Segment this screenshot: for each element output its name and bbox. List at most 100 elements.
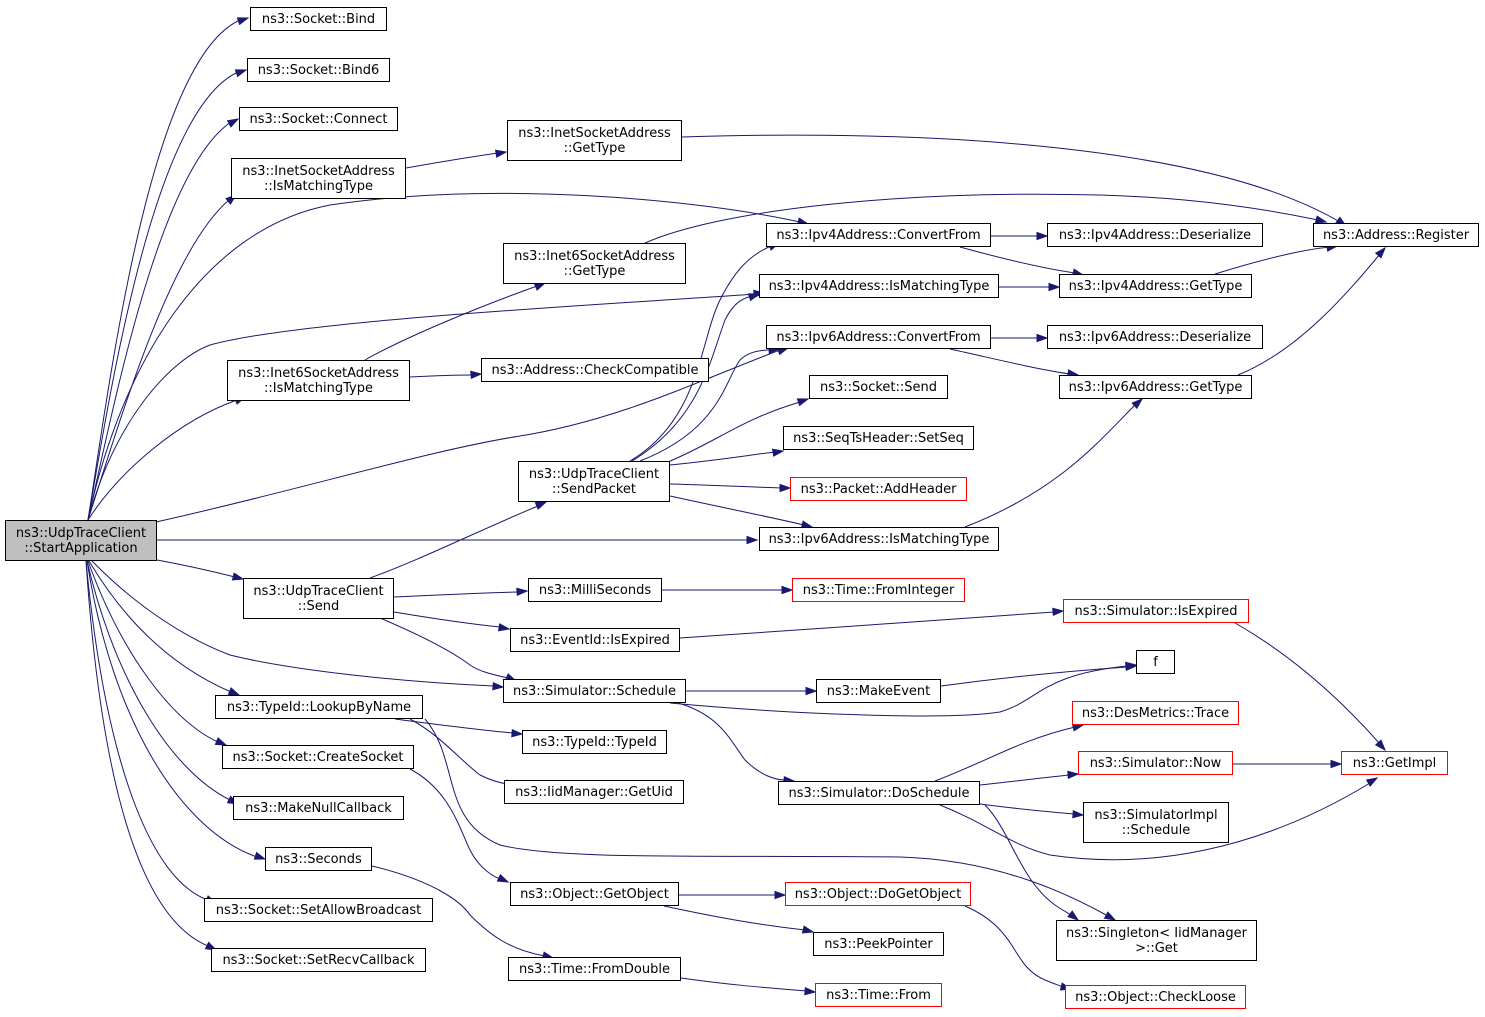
edge-udpsend-to-sim-schedule bbox=[379, 617, 509, 679]
node-time-from[interactable]: ns3::Time::From bbox=[815, 983, 942, 1007]
node-seconds[interactable]: ns3::Seconds bbox=[265, 847, 372, 871]
node-ipv6address-deserialize[interactable]: ns3::Ipv6Address::Deserialize bbox=[1047, 325, 1263, 349]
node-simulator-isexpired[interactable]: ns3::Simulator::IsExpired bbox=[1063, 599, 1249, 623]
edge-lookupbyname-to-getuid bbox=[409, 718, 509, 785]
node-udptraceclient-sendpacket[interactable]: ns3::UdpTraceClient ::SendPacket bbox=[518, 461, 670, 502]
node-label: ns3::Time::From bbox=[826, 987, 931, 1003]
edge-arrowhead-startapp-to-lookupbyname bbox=[227, 687, 241, 696]
edge-arrowhead-fromdouble-to-from bbox=[804, 986, 817, 996]
edge-arrowhead-ipv6-convertfrom-to-deserialize bbox=[1036, 333, 1049, 343]
node-label: ns3::Simulator::Now bbox=[1089, 755, 1222, 771]
node-singleton-iidmanager-get[interactable]: ns3::Singleton< IidManager >::Get bbox=[1056, 920, 1257, 961]
node-packet-addheader[interactable]: ns3::Packet::AddHeader bbox=[790, 477, 967, 501]
node-label-line2: >::Get bbox=[1135, 940, 1178, 956]
node-ipv6address-ismatchingtype[interactable]: ns3::Ipv6Address::IsMatchingType bbox=[759, 527, 999, 551]
edge-udpsend-to-milliseconds bbox=[393, 591, 519, 598]
edge-arrowhead-udpsend-to-milliseconds bbox=[516, 587, 529, 597]
edge-arrowhead-lookupbyname-to-typeid bbox=[511, 728, 524, 738]
node-label-line2: ::StartApplication bbox=[24, 540, 138, 556]
edge-sim-schedule-to-doschedule bbox=[677, 702, 786, 781]
node-ipv4address-convertfrom[interactable]: ns3::Ipv4Address::ConvertFrom bbox=[766, 223, 991, 247]
edge-arrowhead-udpsend-to-sendpacket bbox=[534, 501, 548, 510]
node-makeevent[interactable]: ns3::MakeEvent bbox=[816, 679, 941, 703]
node-label: ns3::Socket::Bind6 bbox=[257, 62, 380, 78]
node-label-line1: ns3::Singleton< IidManager bbox=[1065, 925, 1247, 941]
node-seqtsheader-setseq[interactable]: ns3::SeqTsHeader::SetSeq bbox=[783, 426, 974, 450]
edge-arrowhead-getobject-to-dogetobject bbox=[774, 890, 787, 900]
edge-arrowhead-sendpacket-to-setseq bbox=[771, 448, 785, 457]
node-socket-send[interactable]: ns3::Socket::Send bbox=[809, 375, 948, 399]
node-simulator-schedule[interactable]: ns3::Simulator::Schedule bbox=[503, 679, 686, 703]
node-ipv6address-convertfrom[interactable]: ns3::Ipv6Address::ConvertFrom bbox=[766, 325, 991, 349]
node-label-line2: ::Send bbox=[297, 598, 340, 614]
node-label: ns3::Ipv4Address::GetType bbox=[1068, 278, 1243, 294]
edge-arrowhead-ipv4-convertfrom-to-deserialize bbox=[1036, 231, 1049, 241]
node-address-register[interactable]: ns3::Address::Register bbox=[1313, 223, 1479, 247]
node-eventid-isexpired[interactable]: ns3::EventId::IsExpired bbox=[510, 628, 680, 652]
edge-arrowhead-inet6-ismatching-to-checkcompatible bbox=[470, 370, 483, 380]
node-makenullcallback[interactable]: ns3::MakeNullCallback bbox=[233, 796, 404, 820]
edge-ipv6-ismatching-to-ipv6-gettype bbox=[964, 403, 1137, 528]
node-ipv4address-gettype[interactable]: ns3::Ipv4Address::GetType bbox=[1059, 274, 1252, 298]
node-socket-setallowbroadcast[interactable]: ns3::Socket::SetAllowBroadcast bbox=[204, 898, 433, 922]
node-label: ns3::Address::Register bbox=[1322, 227, 1470, 243]
node-label: ns3::Simulator::Schedule bbox=[512, 683, 677, 699]
edge-sendpacket-to-ipv4-convertfrom bbox=[629, 245, 772, 462]
node-socket-createsocket[interactable]: ns3::Socket::CreateSocket bbox=[222, 745, 414, 769]
node-typeid-lookupbyname[interactable]: ns3::TypeId::LookupByName bbox=[215, 695, 423, 719]
edge-udpsend-to-sendpacket bbox=[369, 505, 539, 579]
node-ipv6address-gettype[interactable]: ns3::Ipv6Address::GetType bbox=[1059, 375, 1252, 399]
node-label: ns3::Socket::CreateSocket bbox=[232, 749, 404, 765]
node-f[interactable]: f bbox=[1136, 650, 1175, 674]
edge-startapp-to-ipv6-convertfrom bbox=[155, 349, 781, 523]
node-time-frominteger[interactable]: ns3::Time::FromInteger bbox=[792, 578, 965, 602]
node-label: ns3::Simulator::IsExpired bbox=[1074, 603, 1238, 619]
node-object-checkloose[interactable]: ns3::Object::CheckLoose bbox=[1065, 985, 1246, 1009]
node-socket-bind[interactable]: ns3::Socket::Bind bbox=[250, 7, 387, 31]
node-address-checkcompatible[interactable]: ns3::Address::CheckCompatible bbox=[481, 358, 709, 382]
edge-arrowhead-inet-ismatching-to-inet-gettype bbox=[494, 149, 508, 158]
edge-seconds-to-fromdouble bbox=[371, 865, 546, 957]
node-socket-setrecvcallback[interactable]: ns3::Socket::SetRecvCallback bbox=[211, 948, 426, 972]
call-edges bbox=[85, 17, 1387, 996]
node-object-getobject[interactable]: ns3::Object::GetObject bbox=[510, 882, 679, 906]
node-simulator-doschedule[interactable]: ns3::Simulator::DoSchedule bbox=[778, 781, 980, 805]
node-label: ns3::TypeId::TypeId bbox=[532, 734, 657, 750]
node-inet6socketaddress-ismatchingtype[interactable]: ns3::Inet6SocketAddress ::IsMatchingType bbox=[227, 360, 410, 401]
edge-startapp-to-udpsend bbox=[156, 559, 236, 578]
node-object-dogetobject[interactable]: ns3::Object::DoGetObject bbox=[785, 882, 971, 906]
node-ipv4address-deserialize[interactable]: ns3::Ipv4Address::Deserialize bbox=[1047, 223, 1263, 247]
edge-arrowhead-ipv6-ismatching-to-ipv6-gettype bbox=[1131, 397, 1144, 410]
edge-fromdouble-to-from bbox=[680, 977, 807, 992]
node-ipv4address-ismatchingtype[interactable]: ns3::Ipv4Address::IsMatchingType bbox=[759, 274, 999, 298]
edge-arrowhead-startapp-to-seconds bbox=[253, 851, 267, 860]
node-simulatorimpl-schedule[interactable]: ns3::SimulatorImpl ::Schedule bbox=[1083, 802, 1229, 843]
node-udptraceclient-send[interactable]: ns3::UdpTraceClient ::Send bbox=[243, 578, 394, 619]
node-socket-bind6[interactable]: ns3::Socket::Bind6 bbox=[247, 58, 390, 82]
edge-ipv4-convertfrom-to-gettype bbox=[959, 246, 1076, 274]
node-milliseconds[interactable]: ns3::MilliSeconds bbox=[528, 578, 662, 602]
edge-doschedule-to-desmetrics bbox=[934, 726, 1076, 782]
node-label: ns3::TypeId::LookupByName bbox=[226, 699, 412, 715]
node-getimpl[interactable]: ns3::GetImpl bbox=[1341, 751, 1448, 775]
node-label: ns3::Ipv6Address::IsMatchingType bbox=[768, 531, 990, 547]
node-inetsocketaddress-gettype[interactable]: ns3::InetSocketAddress ::GetType bbox=[507, 120, 682, 161]
edge-arrowhead-sendpacket-to-addheader bbox=[779, 483, 792, 493]
node-socket-connect[interactable]: ns3::Socket::Connect bbox=[239, 107, 398, 131]
node-peekpointer[interactable]: ns3::PeekPointer bbox=[813, 932, 944, 956]
node-label-line1: ns3::InetSocketAddress bbox=[242, 163, 395, 179]
node-iidmanager-getuid[interactable]: ns3::IidManager::GetUid bbox=[504, 780, 684, 804]
edge-ipv6-gettype-to-register bbox=[1237, 253, 1381, 376]
node-label: ns3::Ipv6Address::Deserialize bbox=[1058, 329, 1252, 345]
node-inetsocketaddress-ismatchingtype[interactable]: ns3::InetSocketAddress ::IsMatchingType bbox=[231, 158, 406, 199]
node-inet6socketaddress-gettype[interactable]: ns3::Inet6SocketAddress ::GetType bbox=[503, 243, 686, 284]
node-desmetrics-trace[interactable]: ns3::DesMetrics::Trace bbox=[1072, 701, 1239, 725]
node-label: ns3::Socket::Bind bbox=[261, 11, 376, 27]
node-typeid-typeid[interactable]: ns3::TypeId::TypeId bbox=[522, 730, 667, 754]
edge-inet-ismatching-to-inet-gettype bbox=[405, 152, 499, 169]
node-simulator-now[interactable]: ns3::Simulator::Now bbox=[1078, 751, 1233, 775]
edge-sendpacket-to-socket-send bbox=[667, 401, 801, 463]
node-time-fromdouble[interactable]: ns3::Time::FromDouble bbox=[508, 957, 681, 981]
edge-startapp-to-inet6-ismatching bbox=[87, 399, 238, 521]
node-label: ns3::Socket::Connect bbox=[249, 111, 388, 127]
